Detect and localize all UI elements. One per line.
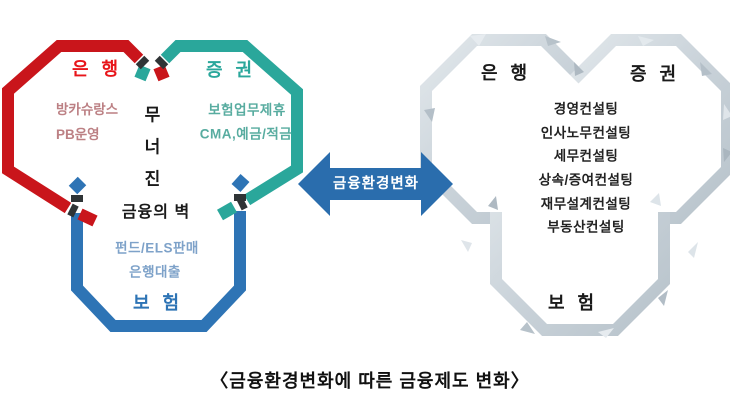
junction-break-top-left bbox=[135, 55, 150, 70]
double-arrow bbox=[298, 152, 453, 216]
junction-break-bottomleft-red bbox=[67, 203, 79, 218]
facet bbox=[488, 196, 498, 210]
right-insurance-label: 보 험 bbox=[547, 293, 599, 313]
bank-label: 은 행 bbox=[71, 59, 123, 79]
facet bbox=[723, 104, 730, 120]
service-item: 세무컨설팅 bbox=[553, 148, 619, 164]
service-item: 재무설계컨설팅 bbox=[540, 196, 632, 212]
merged-insurance-octagon-fill bbox=[502, 156, 658, 324]
securities-ring-bottom-tip bbox=[217, 201, 237, 221]
right-securities-label: 증 권 bbox=[629, 64, 681, 84]
bank-item: 방카슈랑스 bbox=[56, 102, 119, 117]
securities-item: 보험업무제휴 bbox=[208, 102, 286, 118]
bank-ring-bottom-tip bbox=[77, 208, 98, 227]
insurance-ring-right-tip bbox=[231, 173, 250, 193]
bank-ring-top-tip bbox=[153, 64, 170, 82]
securities-ring bbox=[160, 40, 303, 206]
insurance-ring-left-tip bbox=[68, 176, 87, 195]
junction-breaks bbox=[67, 55, 248, 218]
insurance-label: 보 험 bbox=[132, 293, 184, 313]
service-item: 부동산컨설팅 bbox=[547, 219, 625, 235]
facet bbox=[658, 290, 668, 306]
service-item: 상속/증여컨설팅 bbox=[538, 172, 634, 188]
service-item: 경영컨설팅 bbox=[553, 101, 619, 117]
bank-ring bbox=[2, 40, 144, 214]
service-item: 인사노무컨설팅 bbox=[540, 125, 632, 141]
facet bbox=[700, 62, 712, 76]
junction-break-bottomright-teal bbox=[236, 196, 248, 211]
broken-wall-group bbox=[2, 40, 303, 332]
wall-word-3: 진 bbox=[144, 169, 162, 189]
change-arrow-group bbox=[298, 152, 453, 216]
securities-label: 증 권 bbox=[205, 60, 257, 80]
securities-ring-top-tip bbox=[134, 64, 151, 82]
facet bbox=[723, 148, 730, 162]
facet bbox=[574, 62, 584, 76]
facet bbox=[650, 193, 661, 206]
diagram-caption: 〈금융환경변화에 따른 금융제도 변화〉 bbox=[210, 371, 530, 391]
insurance-item: 펀드/ELS판매 bbox=[115, 240, 199, 256]
facet-decorations bbox=[424, 34, 730, 338]
facet bbox=[545, 36, 561, 46]
right-bank-label: 은 행 bbox=[480, 63, 532, 83]
facet bbox=[520, 322, 535, 334]
wall-word-2: 너 bbox=[144, 137, 162, 157]
facet bbox=[638, 36, 654, 46]
facet bbox=[598, 328, 614, 338]
securities-item: CMA,예금/적금 bbox=[199, 126, 293, 142]
wall-word-1: 무 bbox=[144, 105, 162, 125]
bank-item: PB운영 bbox=[56, 127, 100, 142]
merged-wall-group bbox=[420, 34, 730, 338]
facet bbox=[688, 242, 698, 258]
facet bbox=[470, 34, 486, 46]
insurance-ring bbox=[71, 211, 246, 332]
facet bbox=[461, 240, 472, 252]
junction-break-top-right bbox=[154, 55, 169, 70]
wall-phrase: 금융의 벽 bbox=[121, 204, 191, 221]
facet bbox=[424, 108, 435, 122]
change-arrow-label: 금융환경변화 bbox=[332, 175, 420, 192]
insurance-item: 은행대출 bbox=[129, 264, 181, 280]
